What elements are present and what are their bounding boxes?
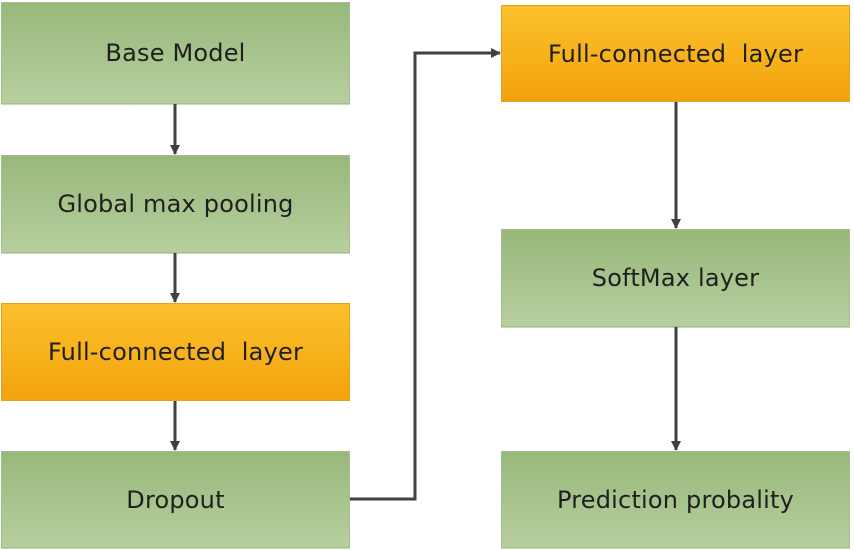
fc-layer-left-label: Full-connected layer <box>47 338 304 366</box>
base-model-label: Base Model <box>105 39 246 67</box>
arrow-dropout-to-fc-right <box>350 48 501 501</box>
prediction-label: Prediction probality <box>556 485 794 514</box>
global-max-pooling-label: Global max pooling <box>57 190 294 218</box>
dropout-label: Dropout <box>126 485 225 514</box>
fc-layer-left-node: Full-connected layer <box>1 303 350 401</box>
prediction-node: Prediction probality <box>501 451 850 548</box>
fc-layer-right-node: Full-connected layer <box>501 5 850 102</box>
dropout-node: Dropout <box>1 451 350 548</box>
fc-layer-right-label: Full-connected layer <box>547 39 804 68</box>
softmax-layer-node: SoftMax layer <box>501 229 850 327</box>
base-model-node: Base Model <box>1 2 350 104</box>
softmax-layer-label: SoftMax layer <box>591 264 760 292</box>
global-max-pooling-node: Global max pooling <box>1 155 350 253</box>
